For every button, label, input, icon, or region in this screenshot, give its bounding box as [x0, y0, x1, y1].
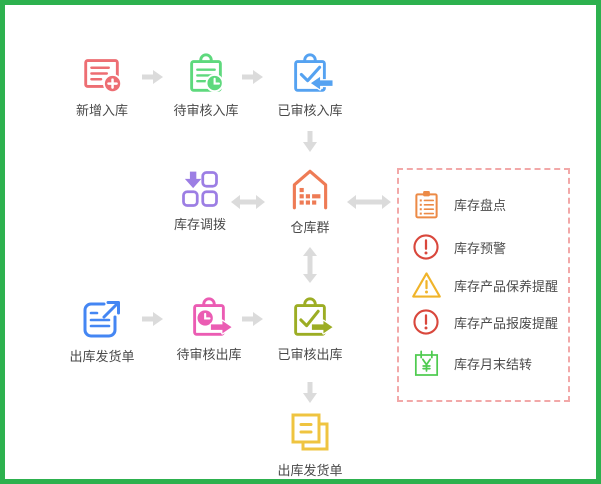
- node-warehouse[interactable]: 仓库群: [262, 164, 358, 236]
- arrow-both-horizontal-icon: [231, 195, 265, 209]
- document-export-icon: [78, 295, 126, 343]
- alert-circle-icon: [409, 233, 443, 261]
- panel-item-label: 库存产品保养提醒: [454, 278, 559, 294]
- panel-item-label: 库存预警: [454, 240, 507, 256]
- warehouse-icon: [285, 164, 335, 214]
- arrow-down-icon: [303, 382, 317, 404]
- panel-item-month-end-carryover[interactable]: 库存月末结转: [409, 348, 564, 378]
- panel-item-scrap-reminder[interactable]: 库存产品报废提醒: [409, 307, 564, 337]
- node-approved-outbound[interactable]: 已审核出库: [262, 295, 358, 363]
- clipboard-clock-icon: [183, 51, 229, 97]
- clipboard-check-in-icon: [287, 51, 333, 97]
- stacked-documents-icon: [286, 409, 334, 457]
- inventory-functions-panel: 库存盘点 库存预警 库存产品保养提醒: [397, 168, 570, 402]
- node-approved-inbound[interactable]: 已审核入库: [262, 51, 358, 119]
- node-outbound-order-final[interactable]: 出库发货单: [262, 409, 358, 479]
- node-label: 待审核入库: [173, 103, 239, 118]
- arrow-right-icon: [142, 70, 164, 84]
- clipboard-check-out-icon: [287, 295, 333, 341]
- arrow-right-icon: [242, 312, 264, 326]
- node-pending-outbound[interactable]: 待审核出库: [161, 295, 257, 363]
- arrow-down-icon: [303, 131, 317, 153]
- alert-circle-icon: [409, 308, 443, 336]
- panel-item-maintenance-reminder[interactable]: 库存产品保养提醒: [409, 270, 564, 300]
- arrow-right-icon: [242, 70, 264, 84]
- node-label: 出库发货单: [277, 463, 343, 478]
- panel-item-label: 库存盘点: [454, 197, 507, 213]
- node-outbound-order[interactable]: 出库发货单: [54, 295, 150, 365]
- node-transfer[interactable]: 库存调拨: [152, 167, 248, 233]
- transfer-grid-icon: [178, 167, 222, 211]
- node-new-inbound[interactable]: 新增入库: [54, 51, 150, 119]
- node-label: 已审核入库: [277, 103, 343, 118]
- clipboard-list-icon: [409, 189, 443, 220]
- node-label: 库存调拨: [173, 217, 226, 232]
- clipboard-clock-out-icon: [186, 295, 232, 341]
- panel-item-label: 库存月末结转: [454, 356, 533, 372]
- arrow-both-vertical-icon: [303, 247, 317, 283]
- document-add-icon: [79, 51, 125, 97]
- arrow-both-horizontal-icon: [347, 195, 391, 209]
- panel-item-stocktake[interactable]: 库存盘点: [409, 189, 564, 219]
- node-pending-inbound[interactable]: 待审核入库: [158, 51, 254, 119]
- node-label: 待审核出库: [176, 347, 242, 362]
- panel-item-stock-alert[interactable]: 库存预警: [409, 232, 564, 262]
- node-label: 已审核出库: [277, 347, 343, 362]
- node-label: 出库发货单: [69, 349, 135, 364]
- node-label: 仓库群: [290, 220, 330, 235]
- currency-calendar-icon: [409, 349, 443, 377]
- node-label: 新增入库: [75, 103, 128, 118]
- alert-triangle-icon: [409, 271, 443, 299]
- arrow-right-icon: [142, 312, 164, 326]
- panel-item-label: 库存产品报废提醒: [454, 315, 559, 331]
